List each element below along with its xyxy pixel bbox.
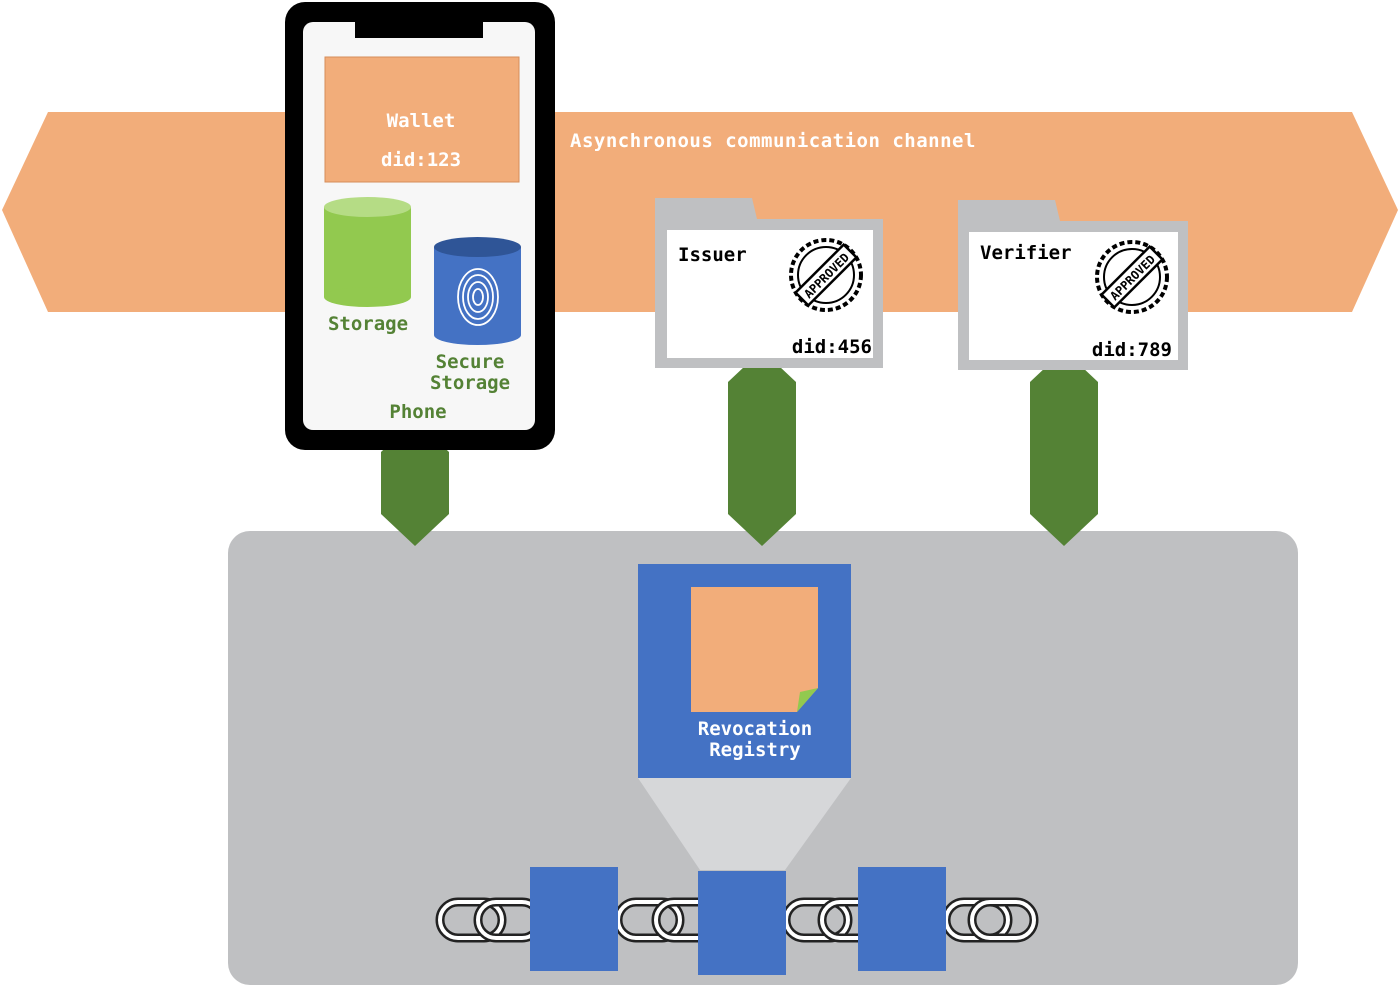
phone-label: Phone <box>389 401 446 423</box>
phone-notch <box>355 16 483 38</box>
wallet-did: did:123 <box>381 149 461 171</box>
storage-cylinder <box>324 197 411 307</box>
blockchain-block-3 <box>858 867 946 971</box>
wallet-title: Wallet <box>387 110 456 132</box>
registry-funnel <box>638 778 851 870</box>
secure-storage-label-2: Storage <box>430 372 510 394</box>
verifier-folder: Verifier APPROVED did:789 <box>958 200 1188 370</box>
phone-connector <box>381 420 449 546</box>
secure-storage-cylinder <box>434 237 521 345</box>
fingerprint-icon <box>457 268 499 326</box>
blockchain-block-1 <box>530 867 618 971</box>
secure-storage-label-1: Secure <box>436 351 505 373</box>
wallet-box <box>324 56 520 183</box>
verifier-connector <box>1030 350 1098 546</box>
registry-label-2: Registry <box>709 739 801 761</box>
phone: Wallet did:123 Storage Secure Storage Ph… <box>285 2 555 450</box>
storage-label: Storage <box>328 313 408 335</box>
verifier-title: Verifier <box>980 242 1072 264</box>
issuer-folder: Issuer APPROVED did:456 <box>655 198 883 368</box>
registry-document-fold <box>797 688 818 712</box>
verifier-did: did:789 <box>1092 339 1172 361</box>
channel-label: Asynchronous communication channel <box>570 130 976 152</box>
registry-document-icon <box>691 587 818 712</box>
issuer-title: Issuer <box>678 244 747 266</box>
blockchain-block-2 <box>698 871 786 975</box>
issuer-did: did:456 <box>792 336 872 358</box>
issuer-connector <box>728 350 796 546</box>
registry-label-1: Revocation <box>698 718 812 740</box>
